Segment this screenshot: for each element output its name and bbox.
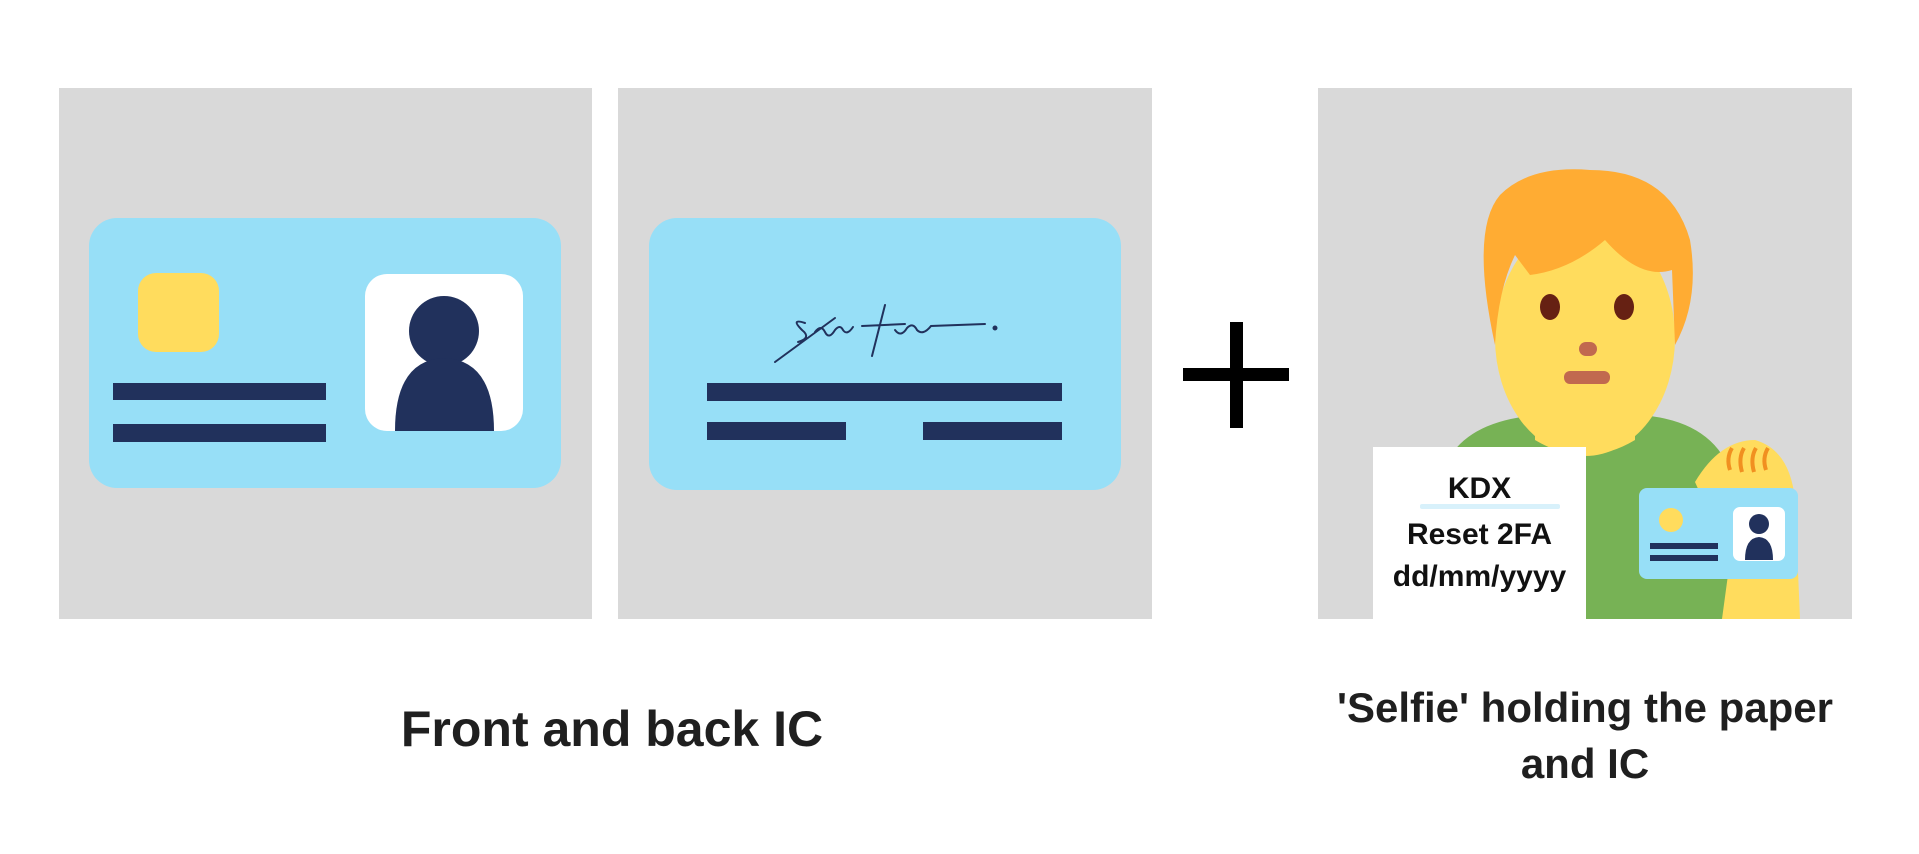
text-line [923,422,1062,440]
held-ic-card [1639,488,1798,579]
person-body-icon [1745,537,1773,560]
person-body-icon [395,358,494,431]
paper-line-date: dd/mm/yyyy [1392,560,1567,593]
ic-front-panel [59,88,592,619]
signature-icon [774,304,998,363]
chip-icon [138,273,219,352]
face [1495,220,1675,456]
text-line [707,422,846,440]
hair [1483,169,1693,345]
text-line [113,424,326,442]
ic-back-panel [618,88,1152,619]
eye-left [1540,294,1560,320]
selfie-caption-line2: and IC [1520,740,1650,787]
ic-back-card [649,218,1121,490]
finger-lines [1726,446,1770,473]
eye-right [1614,294,1634,320]
text-line [113,383,326,400]
paper [1373,447,1586,619]
mouth [1564,371,1610,384]
selfie-panel [1318,88,1852,619]
front-back-caption: Front and back IC [400,701,824,757]
text-line [707,383,1062,401]
chip-icon [1659,508,1683,532]
selfie-caption-line1: 'Selfie' holding the paper [1336,684,1834,731]
nose [1579,342,1597,356]
person-head-icon [409,296,479,366]
paper-line-reset-2fa: Reset 2FA [1406,518,1553,551]
selfie-caption: 'Selfie' holding the paper and IC [1290,680,1880,792]
person-head-icon [1749,514,1769,534]
paper-line-kdx: KDX [1447,472,1512,505]
plus-icon [1183,322,1289,428]
